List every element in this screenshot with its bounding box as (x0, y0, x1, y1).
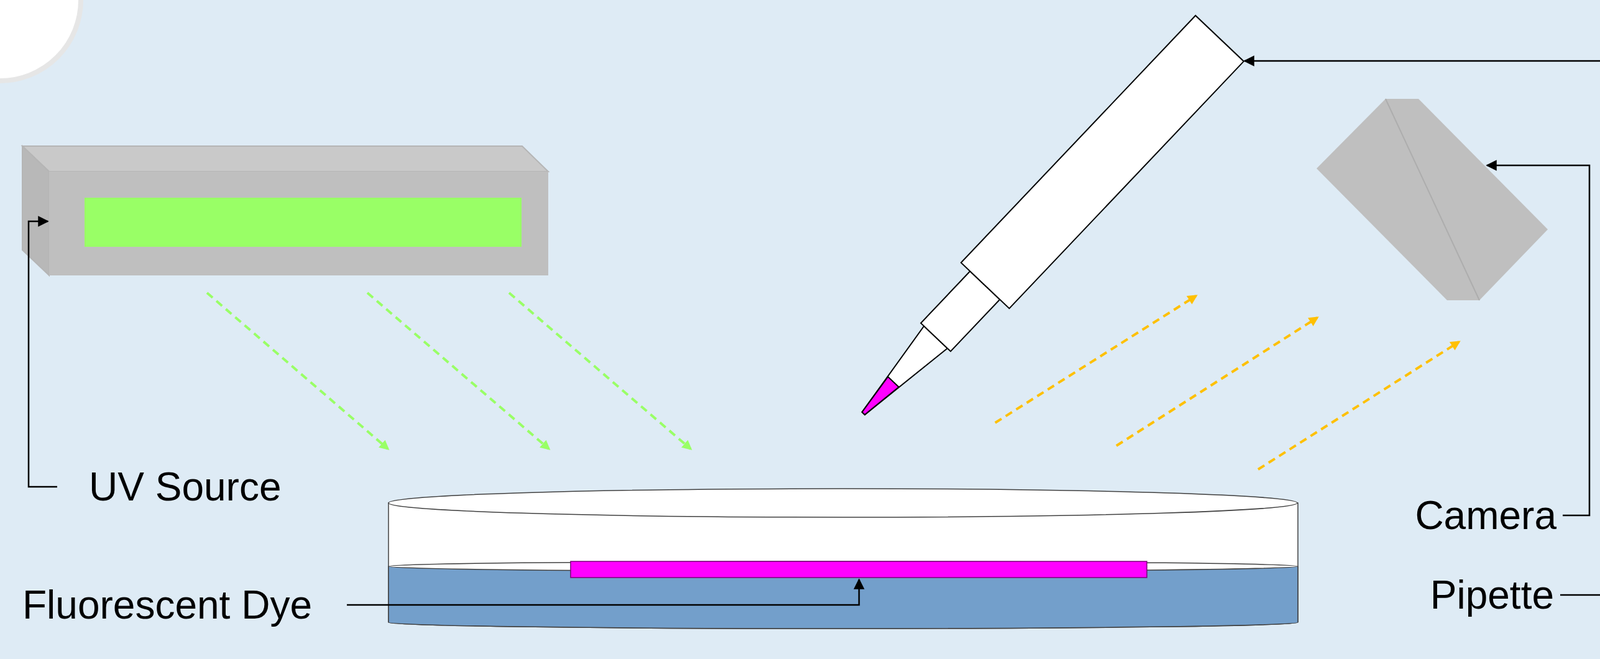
uv-rays (206, 292, 691, 449)
pipette (839, 15, 1244, 437)
part-label: Pipette (1430, 574, 1555, 615)
part-label: UV Source (88, 466, 281, 507)
camera (1316, 98, 1548, 301)
leader-lines (28, 60, 1600, 605)
emission-rays (995, 295, 1459, 470)
uv-source (22, 146, 549, 276)
part-label: Camera (1414, 495, 1557, 536)
petri-dish (388, 488, 1298, 629)
corner-circle (0, 0, 81, 81)
part-label: Fluorescent Dye (22, 584, 313, 625)
